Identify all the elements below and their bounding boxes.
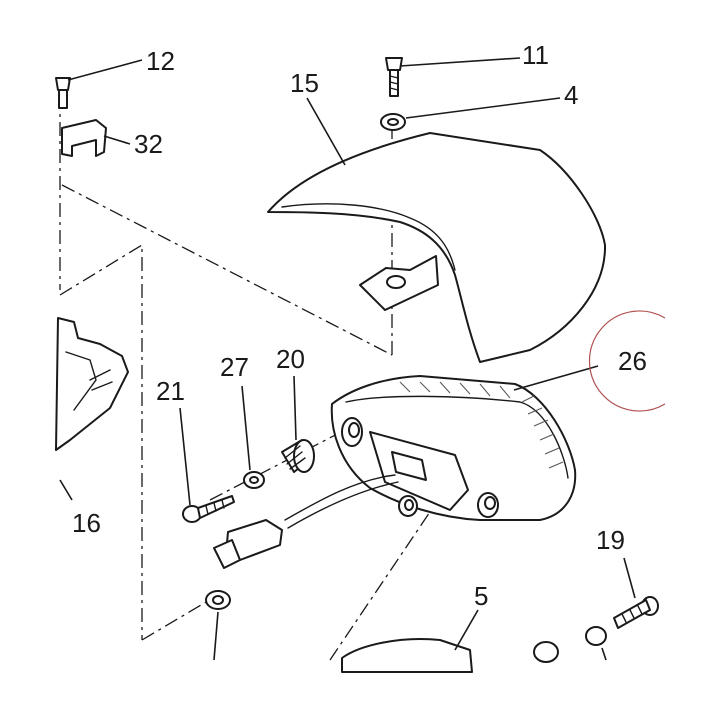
callout-20: 20 xyxy=(276,344,305,374)
callout-12: 12 xyxy=(146,46,175,76)
part-27-washer xyxy=(243,471,265,489)
leader-lines xyxy=(59,57,636,661)
part-washer-lower xyxy=(205,590,231,610)
callout-15: 15 xyxy=(290,68,319,98)
assembly-guide-lines xyxy=(59,95,439,661)
part-5-lower-bracket xyxy=(341,638,473,673)
housing-stud-right xyxy=(477,492,499,518)
part-21-screw xyxy=(182,495,235,523)
callout-4: 4 xyxy=(564,80,578,110)
callout-5: 5 xyxy=(474,581,488,611)
part-4-washer xyxy=(380,113,406,131)
highlight-circle xyxy=(588,310,666,412)
callout-27: 27 xyxy=(220,352,249,382)
part-11-bolt xyxy=(385,57,403,97)
part-26-tail-light xyxy=(330,375,577,521)
part-32-clip xyxy=(61,119,107,157)
callout-11: 11 xyxy=(522,40,549,70)
housing-stud-left xyxy=(341,417,363,447)
callout-32: 32 xyxy=(134,129,163,159)
callout-19: 19 xyxy=(596,525,625,555)
callout-21: 21 xyxy=(156,376,185,406)
part-20-grommet xyxy=(281,439,315,473)
part-15-rear-cowl xyxy=(267,132,607,363)
wiring-harness xyxy=(213,474,399,569)
callout-16: 16 xyxy=(72,508,101,538)
housing-stud-bottom xyxy=(398,495,418,517)
callout-26: 26 xyxy=(618,346,647,376)
part-12-screw xyxy=(55,77,71,109)
callout-labels: 12 11 15 4 32 26 20 27 21 16 19 5 xyxy=(72,40,647,611)
part-16-side-panel xyxy=(55,317,129,451)
lens-hatching xyxy=(399,381,564,469)
part-19-screw xyxy=(533,596,659,663)
